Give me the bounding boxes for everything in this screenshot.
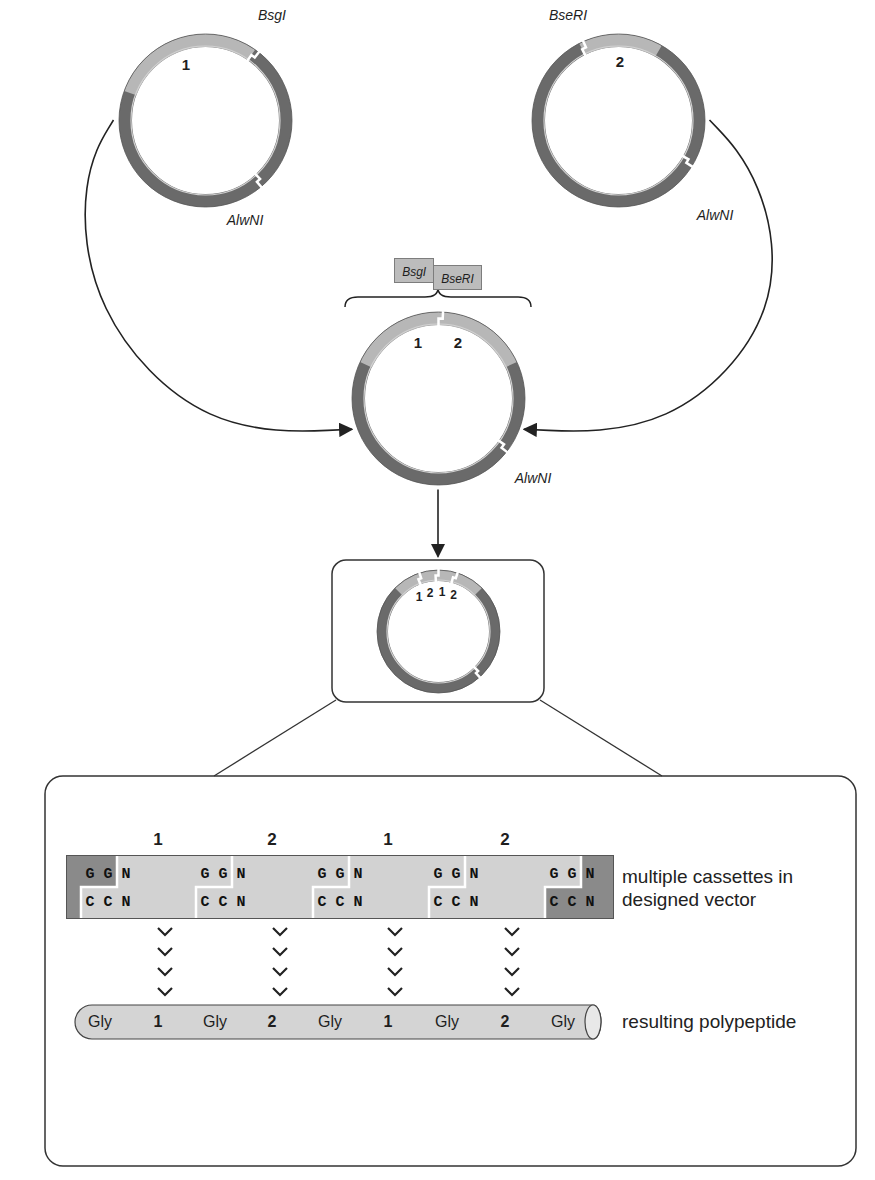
cut-site [247,51,259,61]
codon-text: G G N [200,866,245,883]
residue-label: Gly [88,1013,112,1031]
residue-label: Gly [203,1013,227,1031]
segment-number: 1 [383,830,392,850]
insert-segment [579,34,662,57]
dna-fragment: BseRI [433,265,482,290]
zoom-line [214,700,336,776]
segment-number: 2 [616,53,624,70]
enzyme-label: BsgI [402,266,426,280]
segment-number: 1 [384,1013,393,1031]
plasmid-vector: BseRI2AlwNI [532,34,705,207]
segment-number: 1 [153,830,162,850]
enzyme-site-label: BsgI [258,7,286,23]
ring-rim [544,46,693,195]
cut-site [681,155,692,166]
residue-label: Gly [435,1013,459,1031]
segment-number: 2 [454,334,462,351]
ring-group [532,34,705,207]
plasmid-vector: 12AlwNI [352,312,525,485]
cut-site [497,440,507,452]
codon-text: G G N [549,866,594,883]
segment-number: 2 [450,589,457,603]
cut-site [438,311,443,326]
ring-edge [352,312,525,485]
panel-caption: resulting polypeptide [622,1011,842,1034]
codon-text: C C N [200,894,245,911]
codon-text: C C N [549,894,594,911]
ring-edge [377,570,500,693]
translation-chevrons [505,928,519,995]
translation-chevrons [158,928,172,995]
ring-edge [532,34,705,207]
ring-group [377,569,500,693]
segment-number: 2 [427,587,434,601]
plasmid-ring [377,570,500,693]
enzyme-site-label: AlwNI [697,207,734,223]
flow-arrow [437,490,439,557]
codon-text: G G N [85,866,130,883]
fragment-bracket [345,288,531,307]
cylinder-end [585,1005,601,1039]
enzyme-site-label: BseRI [549,7,587,23]
segment-number: 1 [154,1013,163,1031]
ring-rim [387,580,490,683]
translation-chevrons [388,928,402,995]
residue-label: Gly [318,1013,342,1031]
enzyme-label: BseRI [441,273,474,287]
backbone-ring [538,40,698,200]
enzyme-site-label: AlwNI [515,470,552,486]
vector-end [545,855,614,919]
residue-label: Gly [551,1013,575,1031]
zoom-line [540,700,662,776]
segment-number: 1 [182,56,190,73]
segment-number: 2 [268,1013,277,1031]
band-outline [67,856,614,919]
cut-site [418,572,421,585]
codon-text: G G N [433,866,478,883]
panel-caption: multiple cassettes in designed vector [622,866,842,912]
cut-site [254,173,261,187]
ring-rim [131,46,280,195]
cassette-fill [66,855,614,919]
cut-site [582,40,586,55]
insert-segment [360,311,517,366]
zoom-frame [332,560,544,702]
segment-number: 2 [500,830,509,850]
codon-text: C C N [85,894,130,911]
plasmid-vector: 1212 [377,570,500,693]
detail-panel [45,776,856,1166]
dna-cassette-band: G G N G G N G G N G G N G G N C C N C C N C C N… [66,855,614,919]
ring-group [119,34,292,207]
ring-group [352,311,525,485]
translation-chevrons [273,928,287,995]
segment-number: 2 [267,830,276,850]
plasmid-ring [119,34,292,207]
ring-edge [119,34,292,207]
cut-site [451,572,458,584]
ring-rim [364,324,513,473]
plasmid-ring [352,312,525,485]
insert-segment [124,34,255,95]
cut-site [435,569,438,582]
cut-site [473,666,480,677]
plasmid-vector: 1BsgIAlwNI [119,34,292,207]
segment-number: 2 [501,1013,510,1031]
segment-number: 1 [414,334,422,351]
codon-text: C C N [317,894,362,911]
codon-text: C C N [433,894,478,911]
cylinder-body [75,1005,601,1039]
codon-text: G G N [317,866,362,883]
segment-number: 1 [416,591,423,605]
flow-arrow [85,120,352,431]
segment-number: 1 [439,586,446,600]
dna-fragment: BsgI [394,258,434,283]
polypeptide-chain: Gly 1 Gly 2 Gly 1 Gly 2 Gly [74,1004,602,1040]
enzyme-site-label: AlwNI [227,212,264,228]
